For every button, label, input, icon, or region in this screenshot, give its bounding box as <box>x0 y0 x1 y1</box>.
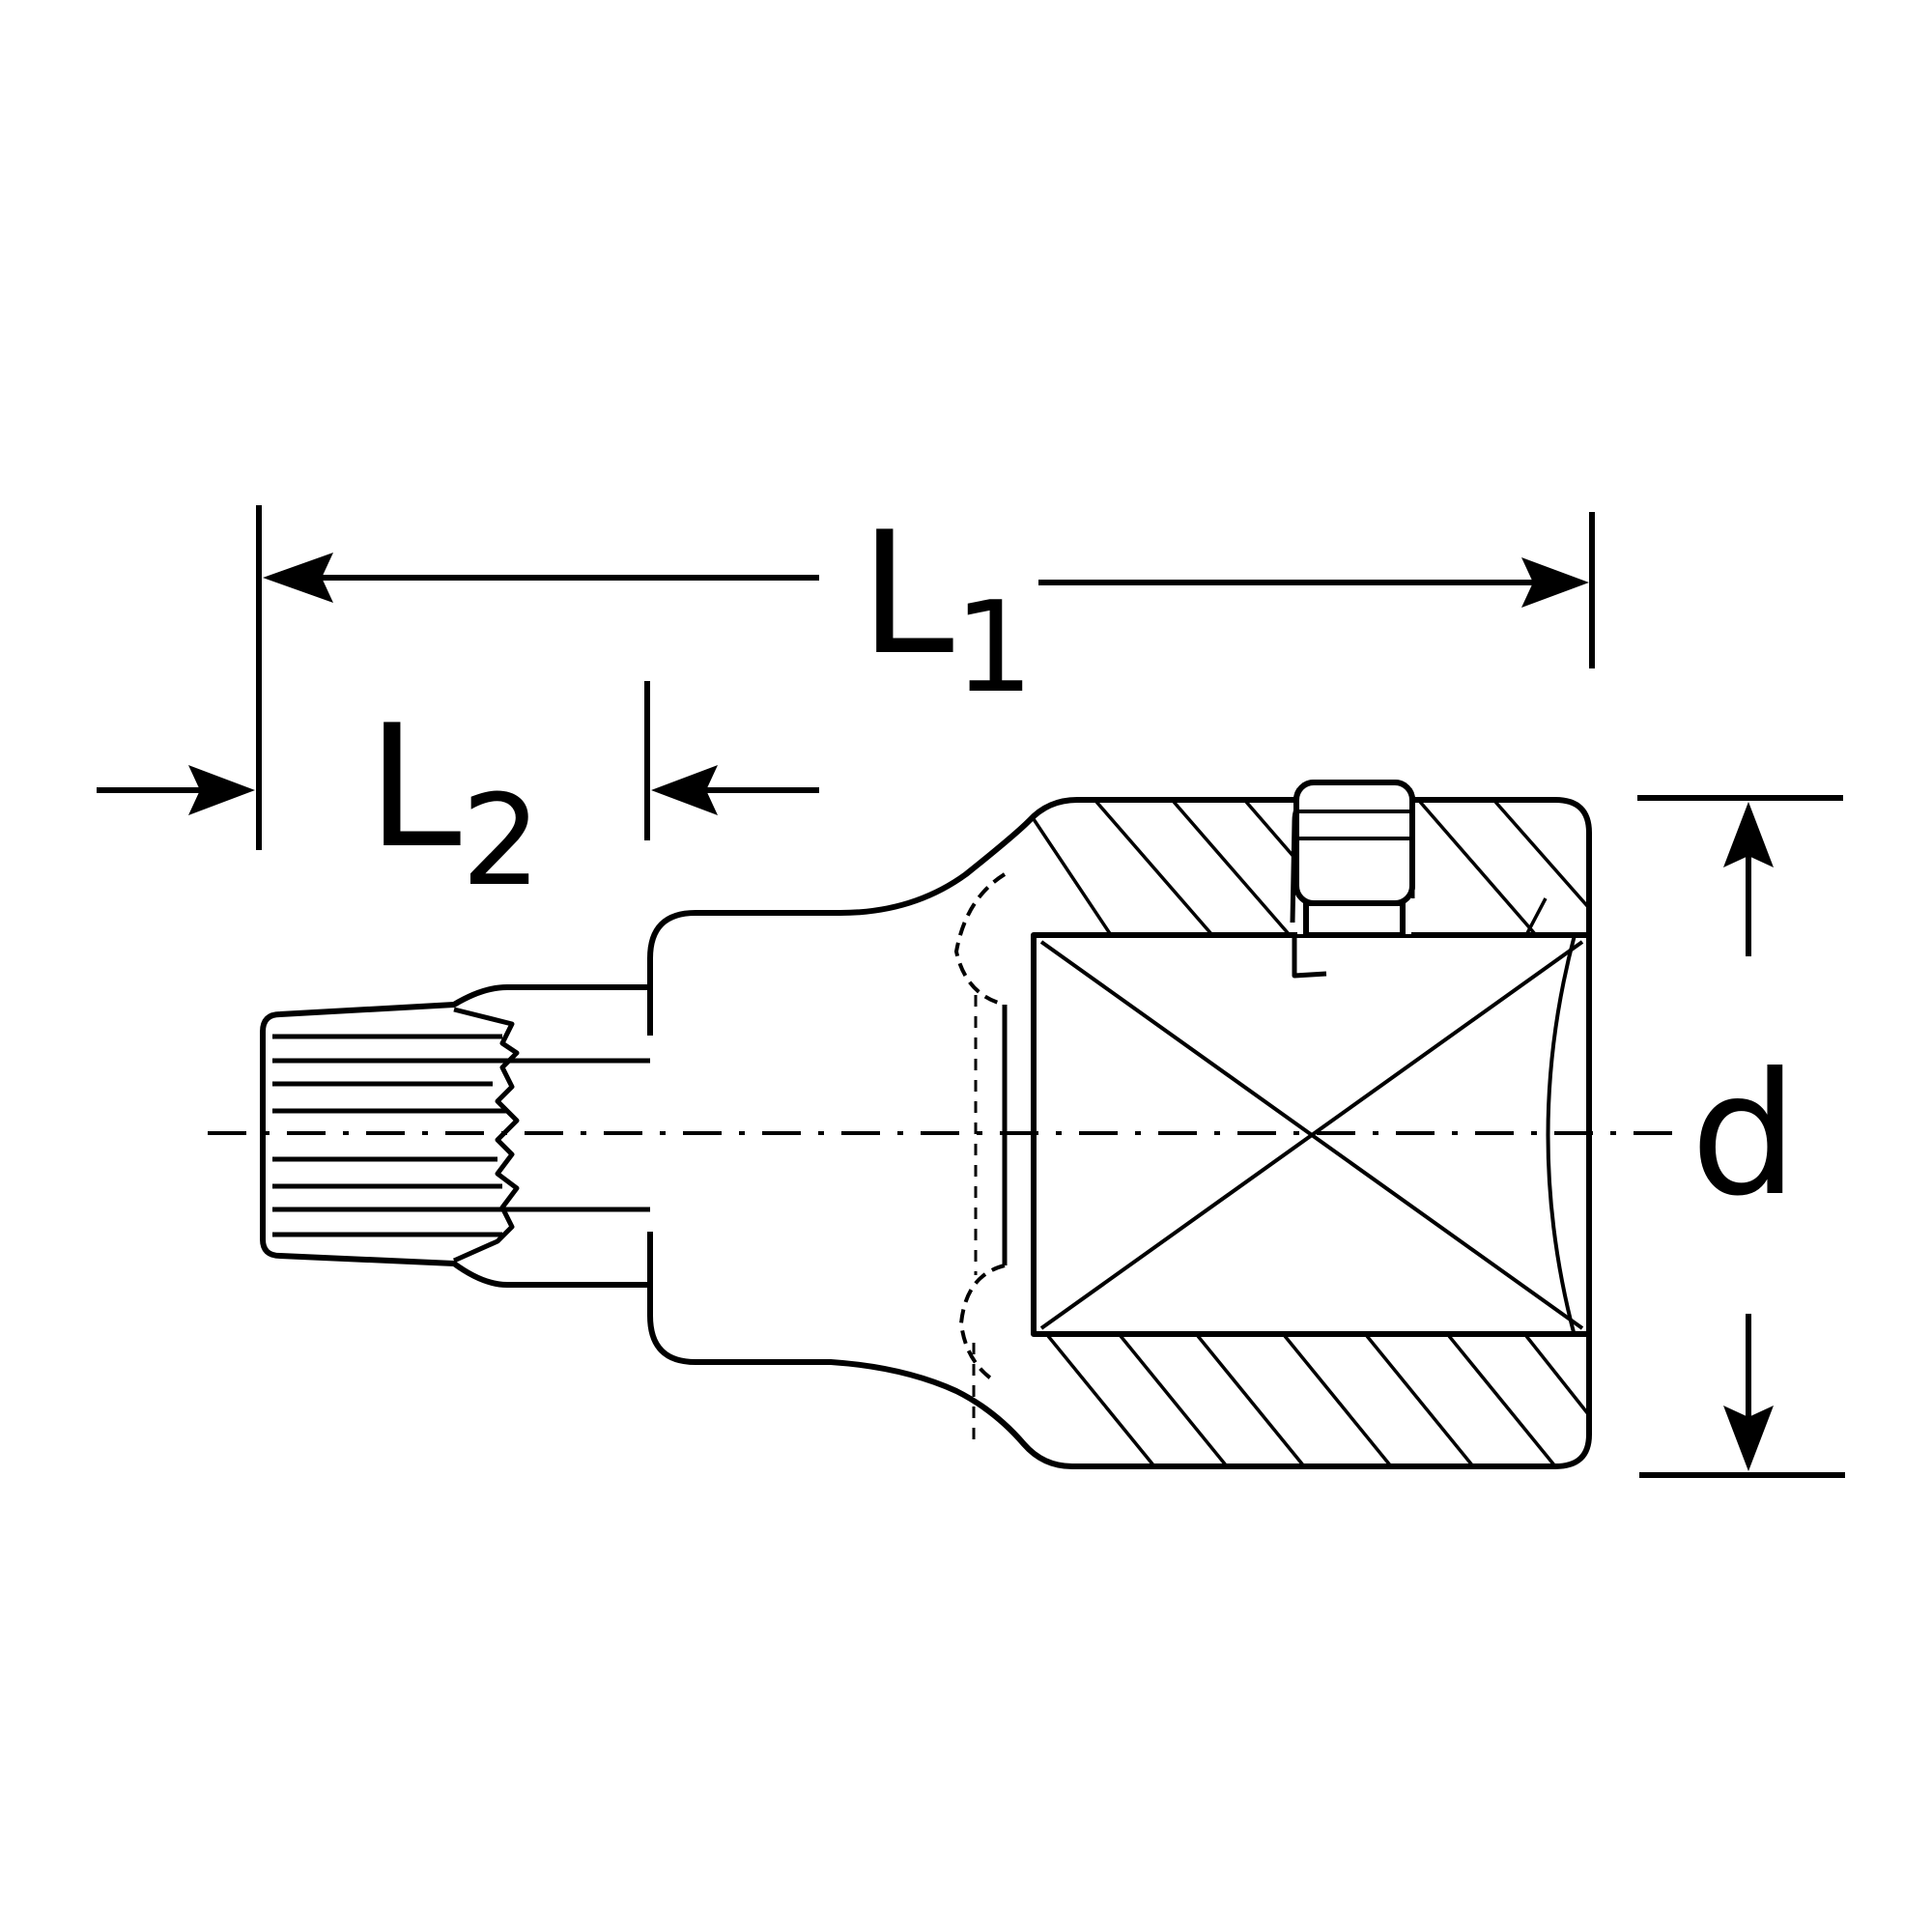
l1-arrowhead-right <box>1521 557 1589 608</box>
dimension-l2 <box>97 681 819 840</box>
l2-label: L2 <box>367 690 541 914</box>
recess-inner-curve-left-bottom <box>959 1264 1006 1383</box>
bit-teeth-profile <box>452 1007 520 1264</box>
dimension-l1 <box>256 505 1595 850</box>
l1-arrowhead-left <box>263 553 333 603</box>
spline-bit <box>260 984 650 1288</box>
recess-inner-curve-right <box>1546 934 1577 1337</box>
l1-label-main: L <box>860 497 954 693</box>
l2-label-main: L <box>367 690 462 886</box>
bit-outline <box>260 984 650 1288</box>
pin-mask <box>1297 783 1411 934</box>
socket-body <box>647 780 1592 1469</box>
hatch-bottom <box>1046 1336 1589 1466</box>
l2-arrowhead-left <box>188 765 255 815</box>
pin-redraw <box>1293 780 1415 938</box>
l2-arrowhead-right <box>651 765 718 815</box>
d-label: d <box>1690 1037 1798 1234</box>
d-arrowhead-bottom <box>1723 1406 1774 1471</box>
l1-label-subscript: 1 <box>954 574 1035 721</box>
recess-diagonal-b <box>1039 940 1584 1330</box>
d-arrowhead-top <box>1723 802 1774 867</box>
dimension-d <box>1637 795 1845 1478</box>
hatch-top <box>1032 802 1589 935</box>
recess-inner-curve-left-top <box>954 872 1007 1007</box>
l1-label: L1 <box>860 497 1034 721</box>
l2-label-subscript: 2 <box>462 767 542 914</box>
